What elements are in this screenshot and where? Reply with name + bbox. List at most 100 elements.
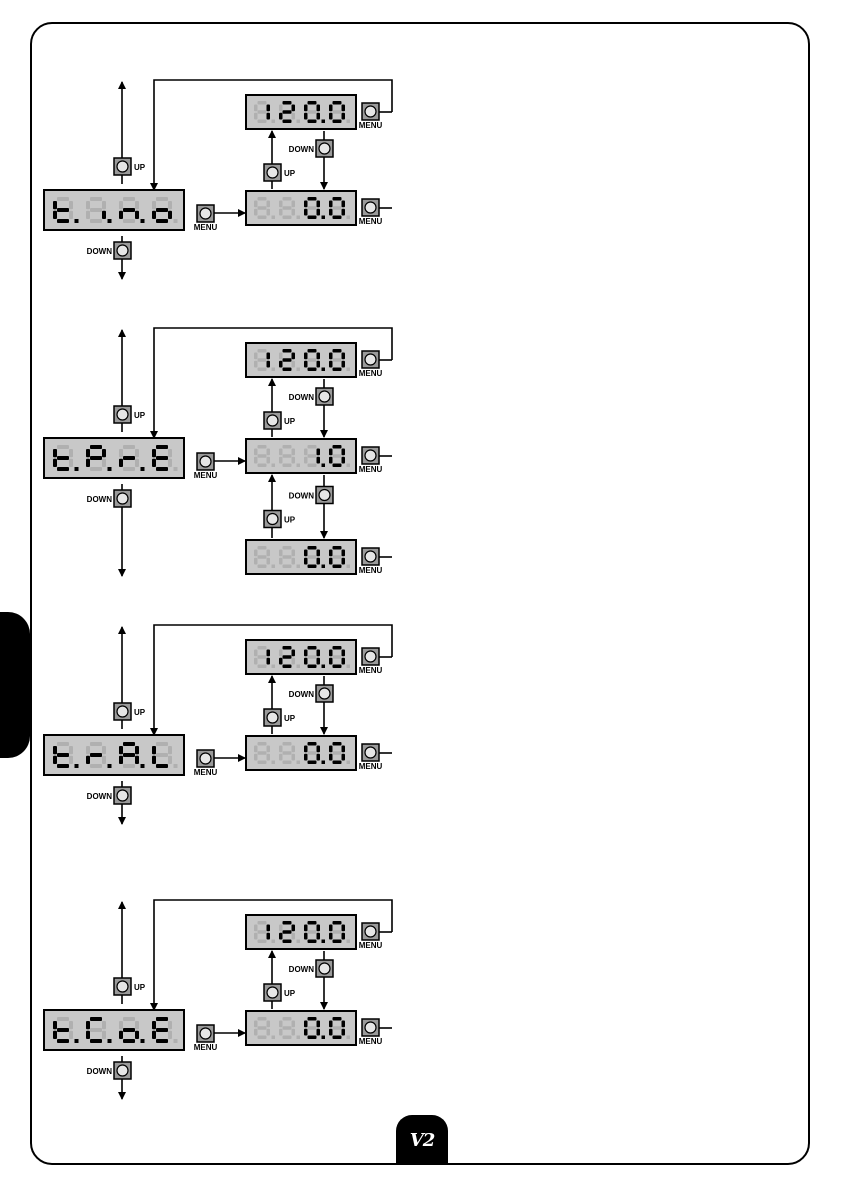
segment-e	[119, 459, 123, 467]
decimal-point	[347, 761, 351, 765]
segment-f	[304, 550, 308, 557]
menu-button[interactable]: MENU	[194, 750, 218, 777]
down-button[interactable]: DOWN	[87, 490, 131, 507]
decimal-point	[297, 565, 301, 569]
menu-button[interactable]: MENU	[359, 744, 383, 771]
segment-f	[329, 201, 333, 208]
segment-g	[333, 1026, 342, 1030]
segment-g	[333, 206, 342, 210]
segment-a	[308, 1017, 317, 1021]
segment-c	[267, 658, 271, 665]
parameter-display	[44, 190, 184, 230]
down-button[interactable]: DOWN	[289, 388, 333, 405]
segment-f	[254, 746, 258, 753]
segment-c	[267, 558, 271, 565]
value-display	[246, 191, 356, 225]
segment-b	[267, 1021, 271, 1028]
button-label: MENU	[359, 566, 383, 575]
segment-g	[123, 208, 135, 212]
up-button[interactable]: UP	[264, 984, 296, 1001]
down-button[interactable]: DOWN	[289, 685, 333, 702]
decimal-point	[297, 761, 301, 765]
menu-button[interactable]: MENU	[359, 648, 383, 675]
segment-g	[258, 206, 267, 210]
segment-d	[333, 368, 342, 372]
segment-a	[308, 197, 317, 201]
up-button[interactable]: UP	[264, 412, 296, 429]
segment-d	[123, 1039, 135, 1043]
segment-e	[152, 459, 156, 467]
down-button[interactable]: DOWN	[289, 960, 333, 977]
segment-e	[329, 209, 333, 216]
button-circle-icon	[200, 456, 211, 467]
segment-b	[317, 550, 321, 557]
up-button[interactable]: UP	[114, 978, 146, 995]
button-circle-icon	[365, 354, 376, 365]
menu-button[interactable]: MENU	[359, 548, 383, 575]
menu-button[interactable]: MENU	[194, 1025, 218, 1052]
segment-b	[292, 449, 296, 456]
segment-f	[304, 1021, 308, 1028]
up-button[interactable]: UP	[114, 703, 146, 720]
segment-a	[156, 1017, 168, 1021]
segment-b	[292, 105, 296, 112]
segment-a	[156, 197, 168, 201]
menu-button[interactable]: MENU	[359, 447, 383, 474]
decimal-point	[322, 120, 326, 124]
segment-d	[333, 565, 342, 569]
decimal-point	[141, 467, 145, 471]
up-button[interactable]: UP	[114, 406, 146, 423]
segment-c	[317, 754, 321, 761]
segment-f	[279, 353, 283, 360]
segment-d	[283, 761, 292, 765]
segment-a	[283, 546, 292, 550]
down-button[interactable]: DOWN	[87, 1062, 131, 1079]
up-button[interactable]: UP	[264, 709, 296, 726]
segment-a	[283, 1017, 292, 1021]
down-button[interactable]: DOWN	[289, 140, 333, 157]
decimal-point	[75, 764, 79, 768]
segment-g	[308, 655, 317, 659]
segment-a	[333, 197, 342, 201]
segment-d	[90, 764, 102, 768]
decimal-point	[347, 464, 351, 468]
button-label: MENU	[359, 121, 383, 130]
segment-g	[333, 555, 342, 559]
segment-b	[267, 925, 271, 932]
segment-d	[123, 467, 135, 471]
segment-g	[283, 110, 292, 114]
menu-button[interactable]: MENU	[359, 923, 383, 950]
menu-button[interactable]: MENU	[359, 1019, 383, 1046]
segment-f	[329, 1021, 333, 1028]
menu-button[interactable]: MENU	[359, 351, 383, 378]
segment-c	[135, 756, 139, 764]
segment-e	[254, 558, 258, 565]
segment-g	[283, 454, 292, 458]
segment-d	[333, 120, 342, 124]
down-button[interactable]: DOWN	[87, 242, 131, 259]
up-button[interactable]: UP	[114, 158, 146, 175]
decimal-point	[297, 940, 301, 944]
menu-block-tino: UP DOWN MENU MENU MENU UP DOWN	[44, 80, 392, 279]
menu-block-tcoe: UP DOWN MENU MENU MENU UP DOWN	[44, 900, 392, 1099]
decimal-point	[322, 464, 326, 468]
up-button[interactable]: UP	[264, 164, 296, 181]
segment-e	[86, 459, 90, 467]
down-button[interactable]: DOWN	[87, 787, 131, 804]
segment-e	[279, 754, 283, 761]
segment-e	[329, 361, 333, 368]
menu-button[interactable]: MENU	[194, 205, 218, 232]
segment-f	[152, 1021, 156, 1029]
segment-c	[102, 1031, 106, 1039]
segment-g	[156, 1028, 168, 1032]
button-label: UP	[284, 989, 296, 998]
menu-button[interactable]: MENU	[194, 453, 218, 480]
segment-b	[135, 449, 139, 457]
menu-button[interactable]: MENU	[359, 103, 383, 130]
up-button[interactable]: UP	[264, 511, 296, 528]
menu-button[interactable]: MENU	[359, 199, 383, 226]
down-button[interactable]: DOWN	[289, 487, 333, 504]
button-label: MENU	[359, 941, 383, 950]
segment-f	[304, 449, 308, 456]
